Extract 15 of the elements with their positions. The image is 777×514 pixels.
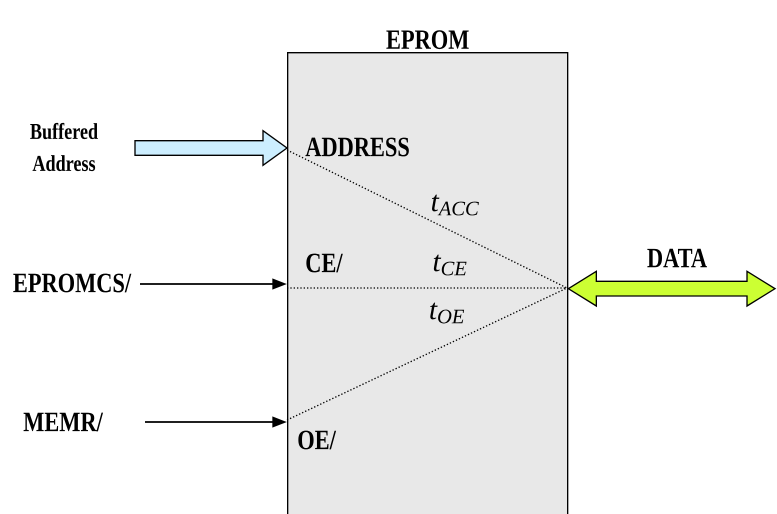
signal-label: Buffered Address <box>30 122 98 172</box>
node-label: EPROM <box>386 30 469 50</box>
edge-label: t$_{ACC}$ <box>432 194 479 216</box>
pin-label: OE/ <box>298 430 336 450</box>
edge-label: DATA <box>647 248 707 268</box>
pin-label: ADDRESS <box>305 138 409 156</box>
signal-label: EPROMCS/ <box>13 274 132 292</box>
timing-line <box>287 287 567 289</box>
pin-label: CE/ <box>306 254 343 272</box>
signal-label: MEMR/ <box>24 412 104 432</box>
timing-line <box>286 287 568 421</box>
timing-line <box>286 149 568 289</box>
edge-label: t$_{OE}$ <box>430 302 464 324</box>
block-arrow <box>134 129 288 167</box>
edge-label: t$_{CE}$ <box>434 254 467 276</box>
